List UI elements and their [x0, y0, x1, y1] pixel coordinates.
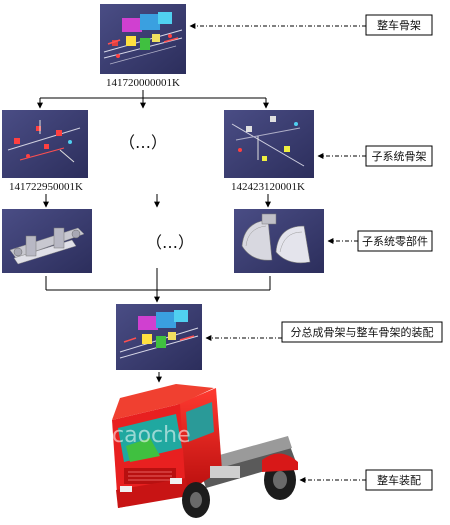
ellipsis-mid: （…） — [146, 233, 194, 252]
left-skeleton-part-number: 141722950001K — [9, 181, 83, 193]
vehicle-assembly-label: 整车装配 — [365, 469, 433, 491]
assembly-skeleton-image — [116, 304, 202, 370]
right-subsystem-skeleton-image — [224, 110, 314, 178]
part-render-icon — [9, 227, 85, 265]
subsystem-skeleton-label: 子系统骨架 — [365, 145, 433, 167]
svg-text:整车骨架: 整车骨架 — [377, 18, 421, 32]
right-skeleton-part-number: 142423120001K — [231, 181, 305, 193]
top-part-number: 141720000001K — [106, 77, 180, 89]
top-branch-arrows — [37, 90, 269, 109]
skeleton-render-icon — [231, 116, 305, 167]
left-subsystem-skeleton-image — [2, 110, 88, 178]
ellipsis-top: （…） — [119, 133, 167, 152]
skeleton-render-icon — [119, 310, 199, 359]
truck-render-icon — [112, 384, 298, 518]
middle-arrows — [43, 194, 271, 208]
subsystem-parts-label: 子系统零部件 — [357, 230, 433, 252]
watermark: caoche — [112, 423, 191, 448]
part-render-icon — [241, 213, 311, 264]
svg-text:子系统零部件: 子系统零部件 — [362, 234, 428, 248]
skeleton-render-icon — [7, 120, 81, 163]
svg-text:分总成骨架与整车骨架的装配: 分总成骨架与整车骨架的装配 — [291, 325, 434, 339]
assembly-label: 分总成骨架与整车骨架的装配 — [281, 321, 443, 343]
svg-text:子系统骨架: 子系统骨架 — [372, 150, 427, 163]
merge-arrows — [45, 268, 271, 303]
vehicle-skeleton-label: 整车骨架 — [365, 14, 433, 36]
left-subsystem-part-image — [2, 209, 92, 273]
svg-text:整车装配: 整车装配 — [377, 473, 421, 487]
right-subsystem-part-image — [234, 209, 324, 273]
skeleton-render-icon — [103, 12, 183, 65]
vehicle-skeleton-image — [100, 4, 186, 74]
